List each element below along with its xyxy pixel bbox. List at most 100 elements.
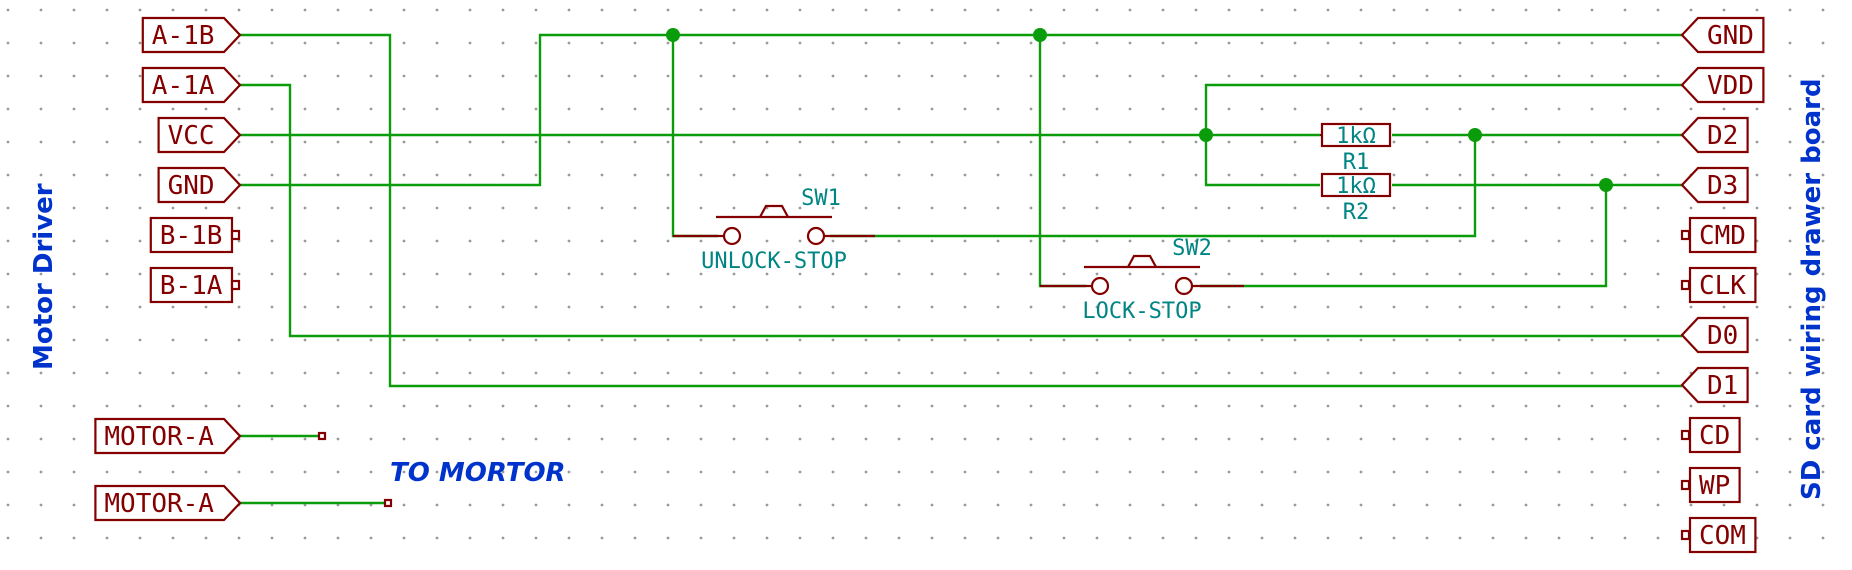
grid-dot	[1392, 173, 1396, 177]
grid-dot	[1425, 74, 1429, 78]
grid-dot	[1227, 173, 1231, 177]
grid-dot	[798, 371, 802, 375]
grid-dot	[1458, 470, 1462, 474]
grid-dot	[435, 206, 439, 210]
hier-label-cmd[interactable]: CMD	[1680, 216, 1757, 254]
grid-dot	[1788, 371, 1792, 375]
grid-dot	[765, 536, 769, 540]
grid-dot	[633, 206, 637, 210]
grid-dot	[1425, 8, 1429, 12]
grid-dot	[303, 371, 307, 375]
grid-dot	[633, 8, 637, 12]
grid-dot	[270, 74, 274, 78]
grid-dot	[1062, 305, 1066, 309]
resistor-r2[interactable]: 1kΩ R2	[1320, 172, 1392, 225]
hier-label-d3[interactable]: D3	[1680, 166, 1749, 204]
grid-dot	[1656, 74, 1660, 78]
label-text: COM	[1699, 521, 1746, 551]
grid-dot	[831, 206, 835, 210]
grid-dot	[1425, 503, 1429, 507]
grid-dot	[1557, 437, 1561, 441]
grid-dot	[501, 272, 505, 276]
grid-dot	[6, 371, 10, 375]
grid-dot	[105, 404, 109, 408]
switch-sw1[interactable]: SW1 UNLOCK-STOP	[673, 186, 875, 274]
grid-dot	[831, 536, 835, 540]
grid-dot	[864, 41, 868, 45]
label-port-marker	[1680, 429, 1691, 441]
hier-label-gnd[interactable]: GND	[157, 166, 242, 204]
hier-label-gnd[interactable]: GND	[1680, 16, 1765, 54]
grid-dot	[1590, 371, 1594, 375]
hier-label-b-1b[interactable]: B-1B	[149, 216, 241, 254]
grid-dot	[105, 371, 109, 375]
hier-label-com[interactable]: COM	[1680, 516, 1757, 554]
grid-dot	[1260, 536, 1264, 540]
grid-dot	[930, 107, 934, 111]
grid-dot	[864, 470, 868, 474]
grid-dot	[402, 437, 406, 441]
grid-dot	[1128, 305, 1132, 309]
hier-label-b-1a[interactable]: B-1A	[149, 266, 241, 304]
grid-dot	[1656, 536, 1660, 540]
grid-dot	[39, 371, 43, 375]
grid-dot	[270, 272, 274, 276]
grid-dot	[1392, 8, 1396, 12]
label-port-marker	[1680, 279, 1691, 291]
grid-dot	[1095, 41, 1099, 45]
grid-dot	[1293, 8, 1297, 12]
hier-label-d2[interactable]: D2	[1680, 116, 1749, 154]
hier-label-a-1a[interactable]: A-1A	[141, 66, 242, 104]
switch-sw2[interactable]: SW2 LOCK-STOP	[1040, 236, 1244, 324]
grid-dot	[1095, 206, 1099, 210]
label-outline	[141, 16, 242, 54]
grid-dot	[1755, 8, 1759, 12]
hier-label-clk[interactable]: CLK	[1680, 266, 1757, 304]
grid-dot	[864, 404, 868, 408]
grid-dot	[1227, 470, 1231, 474]
grid-dot	[897, 470, 901, 474]
grid-dot	[1557, 470, 1561, 474]
grid-dot	[897, 74, 901, 78]
grid-dot	[765, 8, 769, 12]
grid-dot	[1524, 272, 1528, 276]
grid-dot	[1062, 41, 1066, 45]
grid-dot	[303, 536, 307, 540]
label-text: MOTOR-A	[104, 489, 214, 519]
hier-label-vdd[interactable]: VDD	[1680, 66, 1765, 104]
grid-dot	[699, 470, 703, 474]
grid-dot	[534, 206, 538, 210]
hier-label-motor-a[interactable]: MOTOR-A	[94, 484, 242, 522]
grid-dot	[237, 173, 241, 177]
grid-dot	[1392, 371, 1396, 375]
grid-dot	[1359, 305, 1363, 309]
grid-dot	[1491, 338, 1495, 342]
grid-dot	[1755, 470, 1759, 474]
hier-label-a-1b[interactable]: A-1B	[141, 16, 242, 54]
grid-dot	[1293, 239, 1297, 243]
grid-dot	[39, 338, 43, 342]
hier-label-motor-a[interactable]: MOTOR-A	[94, 417, 242, 455]
hier-label-cd[interactable]: CD	[1680, 416, 1741, 454]
grid-dot	[996, 503, 1000, 507]
grid-dot	[1425, 470, 1429, 474]
grid-dot	[501, 206, 505, 210]
grid-dot	[963, 107, 967, 111]
grid-dot	[567, 206, 571, 210]
grid-dot	[1557, 74, 1561, 78]
resistor-value: 1kΩ	[1336, 174, 1376, 199]
hier-label-d1[interactable]: D1	[1680, 366, 1749, 404]
grid-dot	[6, 305, 10, 309]
junction-dot	[1599, 178, 1613, 192]
hier-label-vcc[interactable]: VCC	[157, 116, 242, 154]
grid-dot	[336, 470, 340, 474]
grid-dot	[6, 470, 10, 474]
hier-label-d0[interactable]: D0	[1680, 316, 1749, 354]
grid-dot	[72, 272, 76, 276]
hier-label-wp[interactable]: WP	[1680, 466, 1741, 504]
grid-dot	[1128, 140, 1132, 144]
resistor-r1[interactable]: 1kΩ R1	[1320, 122, 1392, 175]
grid-dot	[1425, 107, 1429, 111]
left-labels: A-1B A-1A VCC GND B-1B B-1A	[141, 16, 242, 304]
